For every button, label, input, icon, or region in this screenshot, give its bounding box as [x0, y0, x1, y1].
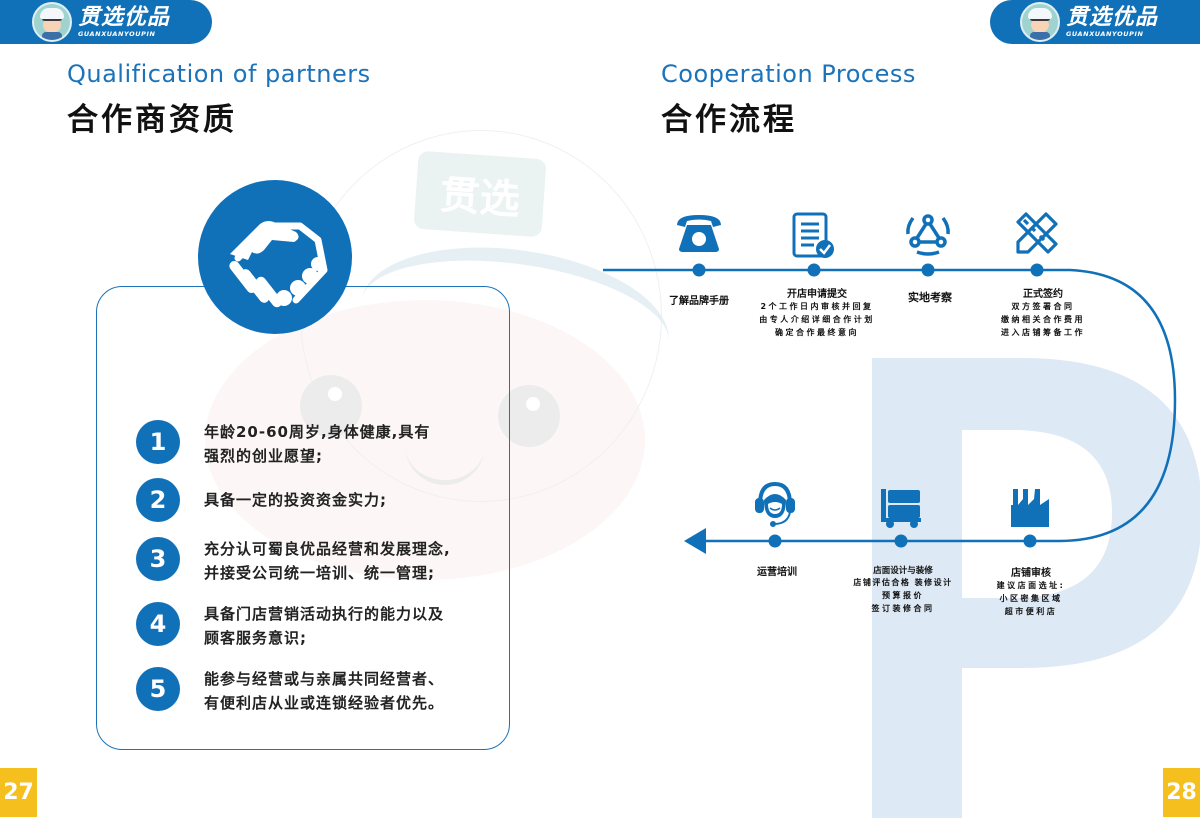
step-store-review: 店铺审核 建议店面选址: 小区密集区域 超市便利店: [997, 564, 1066, 618]
step-desc: 缴纳相关合作费用: [1001, 315, 1085, 324]
qualification-text: 具备门店营销活动执行的能力以及 顾客服务意识;: [204, 605, 445, 647]
qualification-item: 1 年龄20-60周岁,身体健康,具有 强烈的创业愿望;: [136, 420, 430, 468]
number-badge: 3: [136, 537, 180, 581]
document-check-icon: [792, 212, 836, 264]
step-title: 正式签约: [1023, 289, 1063, 300]
page-number-left: 27: [0, 768, 37, 817]
step-desc: 双方签署合同: [1011, 302, 1075, 311]
left-title-en: Qualification of partners: [67, 60, 371, 88]
step-title: 开店申请提交: [787, 289, 847, 300]
step-desc: 进入店铺筹备工作: [1001, 328, 1085, 337]
step-desc: 建议店面选址:: [996, 581, 1066, 590]
step-dot: [807, 263, 821, 277]
brand-name-cn: 贯选优品: [78, 4, 171, 30]
brand-logo-left: 贯选优品 GUANXUANYOUPIN: [0, 0, 212, 44]
step-dot: [768, 534, 782, 548]
qualification-text: 能参与经营或与亲属共同经营者、 有便利店从业或连锁经验者优先。: [204, 670, 445, 712]
left-title-cn: 合作商资质: [67, 102, 237, 138]
number-badge: 2: [136, 478, 180, 522]
step-application: 开店申请提交 2个工作日内审核并回复 由专人介绍详细合作计划 确定合作最终意向: [759, 285, 875, 339]
step-dot: [1030, 263, 1044, 277]
network-triangle-icon: [905, 212, 951, 260]
cart-shelf-icon: [879, 487, 923, 533]
headset-support-icon: [750, 480, 800, 532]
step-dot: [921, 263, 935, 277]
right-title-en: Cooperation Process: [661, 60, 916, 88]
qualification-text: 年龄20-60周岁,身体健康,具有 强烈的创业愿望;: [204, 423, 431, 465]
step-title: 运营培训: [757, 567, 797, 578]
step-about-brand: 了解品牌手册: [669, 292, 729, 307]
qualification-item: 2 具备一定的投资资金实力;: [136, 478, 387, 522]
brand-name-en: GUANXUANYOUPIN: [78, 29, 156, 38]
step-title: 店面设计与装修: [873, 566, 933, 576]
mascot-avatar-icon: [1020, 2, 1060, 42]
step-desc: 小区密集区域: [999, 594, 1063, 603]
step-store-design: 店面设计与装修 店铺评估合格 装修设计 预算报价 签订装修合同: [853, 564, 952, 615]
qualification-item: 4 具备门店营销活动执行的能力以及 顾客服务意识;: [136, 602, 444, 650]
number-badge: 4: [136, 602, 180, 646]
background-letter-p: [872, 358, 1200, 818]
step-desc: 超市便利店: [1004, 607, 1058, 616]
step-dot: [692, 263, 706, 277]
pencil-ruler-icon: [1014, 210, 1060, 260]
step-dot: [1023, 534, 1037, 548]
brand-logo-right: 贯选优品 GUANXUANYOUPIN: [990, 0, 1200, 44]
step-desc: 预算报价: [881, 591, 924, 600]
number-badge: 1: [136, 420, 180, 464]
telephone-icon: [673, 213, 725, 257]
step-operation-training: 运营培训: [757, 563, 797, 578]
step-sign-contract: 正式签约 双方签署合同 缴纳相关合作费用 进入店铺筹备工作: [1001, 285, 1085, 339]
step-site-visit: 实地考察: [908, 289, 952, 305]
handshake-icon: [198, 180, 352, 334]
step-desc: 由专人介绍详细合作计划: [759, 315, 875, 324]
step-desc: 确定合作最终意向: [775, 328, 859, 337]
step-desc: 2个工作日内审核并回复: [760, 302, 874, 311]
qualification-text: 充分认可蜀良优品经营和发展理念, 并接受公司统一培训、统一管理;: [204, 540, 451, 582]
brand-name-en: GUANXUANYOUPIN: [1066, 29, 1144, 38]
qualification-item: 3 充分认可蜀良优品经营和发展理念, 并接受公司统一培训、统一管理;: [136, 537, 451, 585]
step-desc: 签订装修合同: [871, 604, 935, 613]
qualification-item: 5 能参与经营或与亲属共同经营者、 有便利店从业或连锁经验者优先。: [136, 667, 444, 715]
step-desc: 店铺评估合格 装修设计: [853, 578, 953, 587]
number-badge: 5: [136, 667, 180, 711]
step-title: 实地考察: [908, 291, 952, 304]
mascot-avatar-icon: [32, 2, 72, 42]
page-number-right: 28: [1163, 768, 1200, 817]
step-title: 店铺审核: [1010, 568, 1051, 579]
step-title: 了解品牌手册: [669, 296, 729, 307]
arrow-left-icon: [684, 528, 706, 554]
brand-name-cn: 贯选优品: [1066, 4, 1159, 30]
factory-icon: [1009, 487, 1051, 533]
step-dot: [894, 534, 908, 548]
right-title-cn: 合作流程: [661, 102, 797, 138]
qualification-text: 具备一定的投资资金实力;: [204, 491, 387, 509]
